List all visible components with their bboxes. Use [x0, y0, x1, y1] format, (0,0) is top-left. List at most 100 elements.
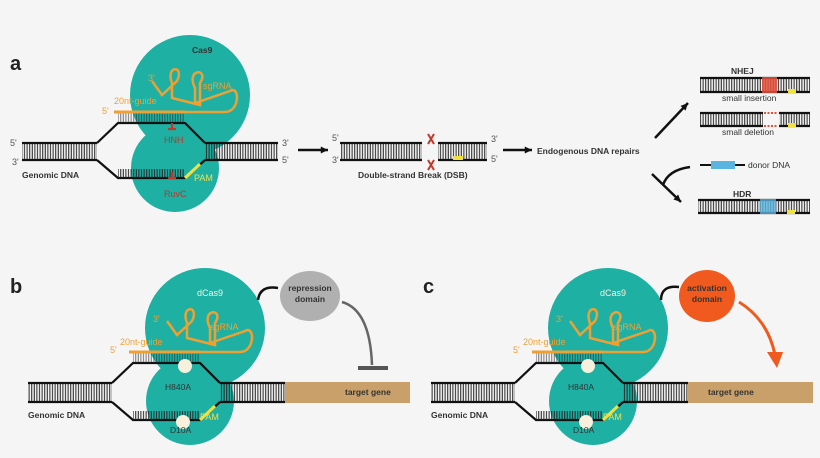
- repression-domain: [280, 271, 340, 321]
- dna-left-rungs: [28, 383, 112, 402]
- guide-label: 20nt-guide: [114, 96, 157, 106]
- hdr-dna-rungs: [698, 200, 810, 213]
- panel-letter-a: a: [10, 53, 22, 75]
- rna-3-label: 3': [153, 314, 160, 324]
- dna-left-rungs: [431, 383, 515, 402]
- dna-right-rungs: [220, 383, 285, 402]
- insertion-label: small insertion: [722, 93, 777, 103]
- ruvc-cut-icon: [168, 172, 176, 180]
- sgrna-label: sgRNA: [210, 322, 239, 332]
- dsb-end-5-bottom: 5': [491, 154, 498, 164]
- deletion-marks: [764, 112, 778, 127]
- panel-a-complex: [22, 35, 278, 212]
- arrow-to-nhej: [654, 102, 689, 139]
- dna-right-rungs: [623, 383, 688, 402]
- dsb-end-3-top: 3': [491, 134, 498, 144]
- bottom-rungs: [536, 411, 603, 420]
- sgrna-label: sgRNA: [613, 322, 642, 332]
- activation-arrow: [738, 300, 777, 356]
- hnh-label: HNH: [164, 135, 184, 145]
- panel-b-complex: [28, 268, 410, 445]
- insertion-pam: [788, 89, 796, 93]
- sgrna-scaffold: [165, 308, 254, 354]
- panel-a: a Cas9 sgRNA 20nt-guide 5' 3' 5' 3' 3' 5…: [10, 45, 790, 199]
- genomic-dna-label: Genomic DNA: [431, 410, 488, 420]
- inactive-hnh-site: [178, 359, 192, 373]
- panel-letter-c: c: [423, 276, 434, 298]
- bottom-rungs: [118, 169, 185, 178]
- arrow-to-nhej-head: [680, 103, 688, 111]
- activation-arrow-head: [767, 352, 783, 368]
- dcas9-complex: [28, 268, 285, 445]
- guide-label: 20nt-guide: [120, 337, 163, 347]
- dsb-end-5-top: 5': [332, 133, 339, 143]
- nhej-deletion-dna-rungs: [700, 113, 810, 126]
- rna-3-label: 3': [556, 314, 563, 324]
- inactive-hnh-site: [581, 359, 595, 373]
- pam-label: PAM: [194, 173, 213, 183]
- nhej-insertion-dna-rungs: [700, 78, 810, 92]
- activation-domain-label-1: activation: [687, 283, 727, 293]
- sgrna-label: sgRNA: [203, 81, 232, 91]
- cas9-nuclease-lobe: [549, 357, 637, 445]
- cas9-nuclease-lobe: [131, 124, 219, 212]
- end-5-bottom: 5': [282, 155, 289, 165]
- domain-linker: [256, 286, 279, 301]
- guide-pairing: [118, 113, 185, 123]
- target-gene-box: [285, 382, 410, 403]
- sgrna-scaffold: [150, 68, 239, 114]
- ruvc-label: RuvC: [164, 189, 187, 199]
- hdr-label: HDR: [733, 189, 751, 199]
- break-x-icon: [427, 133, 435, 171]
- guide-pairing: [133, 353, 200, 363]
- end-3-bottom: 3': [12, 157, 19, 167]
- pam-segment: [183, 162, 202, 180]
- hnh-cut-icon: [168, 123, 176, 131]
- nhej-label: NHEJ: [731, 66, 754, 76]
- panel-letter-b: b: [10, 276, 22, 298]
- bottom-rungs: [133, 411, 200, 420]
- dcas9-label: dCas9: [600, 288, 626, 298]
- h840a-label: H840A: [568, 382, 594, 392]
- deletion-label: small deletion: [722, 127, 774, 137]
- guide-label: 20nt-guide: [523, 337, 566, 347]
- dsb-pam: [453, 156, 463, 160]
- d10a-label: D10A: [170, 425, 192, 435]
- genomic-dna-label: Genomic DNA: [22, 170, 79, 180]
- inactive-ruvc-site: [579, 415, 593, 429]
- dsb-right-rungs: [438, 143, 487, 160]
- pam-label: PAM: [603, 412, 622, 422]
- rna-3-label: 3': [148, 73, 155, 83]
- repairs-label: Endogenous DNA repairs: [537, 146, 640, 156]
- dsb-left-rungs: [340, 143, 422, 160]
- target-gene-label: target gene: [345, 387, 391, 397]
- dna-left-rungs: [22, 143, 97, 160]
- pam-label: PAM: [200, 412, 219, 422]
- rna-5-label: 5': [102, 106, 109, 116]
- domain-linker: [659, 285, 680, 301]
- hdr-pam: [787, 210, 795, 214]
- arrow-to-dsb-head: [320, 146, 328, 154]
- panel-b: b dCas9 sgRNA 20nt-guide 5' 3' Genomic D…: [10, 276, 391, 435]
- end-3-top: 3': [282, 138, 289, 148]
- panel-c: c dCas9 sgRNA 20nt-guide 5' 3' Genomic D…: [423, 276, 754, 435]
- cas9-label: Cas9: [192, 45, 213, 55]
- diagram-shapes: [22, 35, 813, 445]
- deletion-pam: [788, 123, 796, 127]
- h840a-label: H840A: [165, 382, 191, 392]
- dna-right-rungs: [205, 143, 278, 160]
- activation-domain: [679, 270, 735, 322]
- donor-label: donor DNA: [748, 160, 790, 170]
- pam-segment: [601, 404, 620, 422]
- target-gene-label: target gene: [708, 387, 754, 397]
- arrow-to-repairs-head: [524, 146, 532, 154]
- genomic-dna-label: Genomic DNA: [28, 410, 85, 420]
- end-5-top: 5': [10, 138, 17, 148]
- activation-domain-label-2: domain: [692, 294, 722, 304]
- hdr-insert: [760, 199, 776, 214]
- dcas9-label: dCas9: [197, 288, 223, 298]
- repression-line: [341, 300, 374, 366]
- dsb-end-3-bottom: 3': [332, 155, 339, 165]
- guide-pairing: [536, 353, 603, 363]
- d10a-label: D10A: [573, 425, 595, 435]
